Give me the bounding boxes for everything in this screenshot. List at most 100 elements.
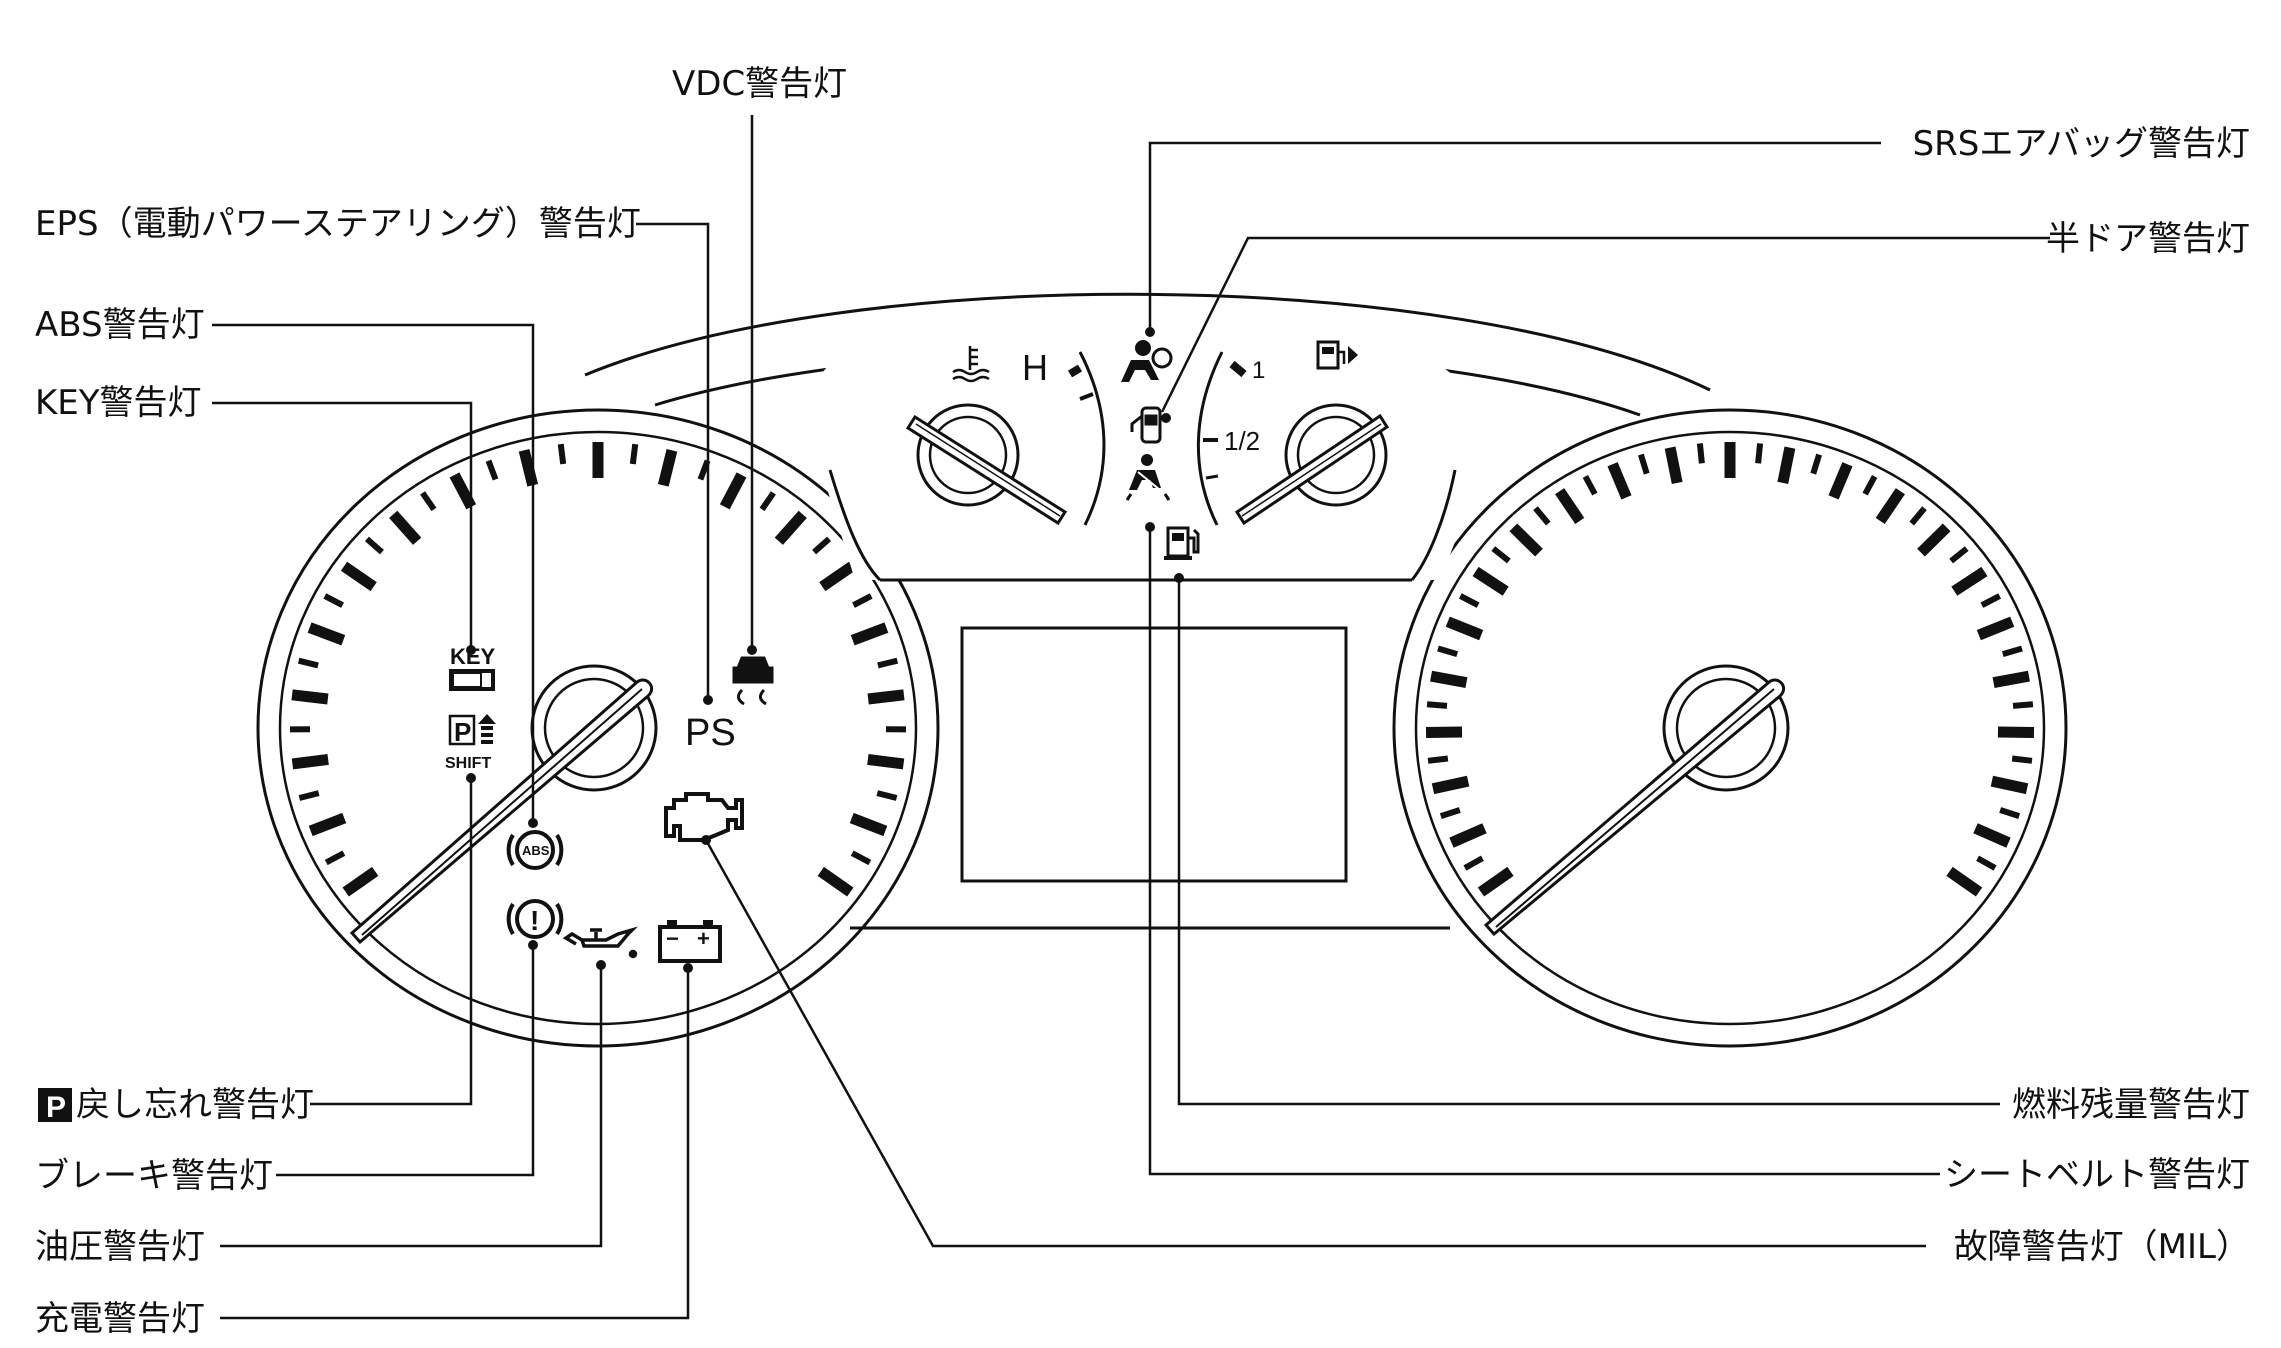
half-door-label: 半ドア警告灯	[2046, 219, 2250, 259]
tachometer-tick	[1458, 593, 1480, 608]
tachometer-tick	[1430, 670, 1468, 689]
speedometer-tick	[719, 472, 747, 510]
tachometer-tick	[1664, 446, 1683, 484]
temp-hot-label: H	[1022, 347, 1048, 388]
charge-label: 充電警告灯	[35, 1299, 205, 1339]
tachometer-tick	[1555, 488, 1585, 525]
tachometer-tick	[1472, 566, 1509, 596]
speedometer-tick	[876, 790, 898, 801]
speedometer-tick	[324, 850, 346, 866]
tachometer-tick	[2001, 645, 2023, 657]
p-return-label-group: P 戻し忘れ警告灯	[38, 1085, 314, 1125]
speedometer-tick	[340, 561, 377, 592]
p-badge	[38, 1088, 72, 1122]
speedometer-tick	[557, 443, 567, 465]
oil-pressure-icon	[562, 926, 639, 959]
speedometer-tick	[849, 812, 888, 837]
tachometer-tick	[1917, 523, 1951, 557]
p-shift-warning-icon: P SHIFT	[445, 714, 496, 772]
p-return-label: 戻し忘れ警告灯	[76, 1085, 314, 1125]
check-engine-icon	[664, 792, 744, 842]
speedometer-tick	[759, 491, 776, 512]
tachometer-tick	[1582, 475, 1598, 496]
tachometer-tick	[1755, 443, 1764, 464]
speedometer-tick	[308, 812, 347, 837]
srs-label: SRSエアバッグ警告灯	[1913, 124, 2250, 164]
svg-text:−: −	[666, 926, 679, 951]
speedometer	[256, 408, 940, 1048]
tachometer-tick	[1909, 506, 1927, 526]
brake-label: ブレーキ警告灯	[35, 1156, 273, 1196]
leader-dots	[466, 327, 1184, 973]
tachometer-tick	[1980, 593, 2002, 608]
speedometer-tick	[449, 472, 477, 510]
charge-warning-icon: − +	[658, 920, 722, 963]
mil-label: 故障警告灯（MIL）	[1954, 1227, 2250, 1267]
tachometer-tick	[1445, 616, 1484, 641]
speedometer-tick	[342, 866, 379, 897]
tachometer-tick	[1976, 855, 1997, 871]
speedometer-tick	[812, 536, 832, 555]
fuel-half-label: 1/2	[1224, 426, 1260, 456]
tachometer-tick	[1426, 701, 1448, 709]
speedometer-tick	[850, 850, 872, 866]
p-badge-letter: P	[46, 1091, 66, 1124]
tachometer-tick	[1973, 823, 2011, 848]
tachometer-tick	[1425, 726, 1463, 739]
tachometer-tick	[1997, 726, 2035, 739]
tachometer-tick	[1862, 475, 1878, 496]
tachometer-tick	[1439, 807, 1461, 820]
speedometer-tick	[518, 449, 539, 487]
tachometer-tick	[1777, 446, 1796, 484]
speedometer-tick	[291, 753, 329, 770]
tachometer-tick	[1696, 443, 1705, 464]
tachometer-tick	[1463, 855, 1484, 871]
fuel-pump-side-icon	[1316, 340, 1358, 370]
speedometer-tick	[323, 593, 344, 608]
leader-lines	[212, 95, 2050, 1320]
tachometer	[1392, 408, 2068, 1048]
seatbelt-warning-icon	[1125, 454, 1171, 501]
fuel-full-label: 1	[1252, 357, 1265, 384]
svg-text:ABS: ABS	[522, 843, 550, 858]
temperature-gauge: H	[905, 346, 1106, 526]
tachometer-tick	[2012, 701, 2034, 709]
tachometer-tick	[1509, 523, 1543, 557]
tachometer-ticks	[1425, 442, 2035, 897]
speedometer-ticks	[289, 442, 907, 897]
fuel-low-label: 燃料残量警告灯	[2012, 1085, 2250, 1125]
tachometer-tick	[1638, 453, 1650, 475]
speedometer-tick	[485, 459, 499, 481]
tachometer-tick	[1607, 462, 1632, 500]
speedometer-tick	[307, 622, 346, 646]
speedometer-tick	[867, 689, 905, 705]
lcd-display	[960, 626, 1348, 883]
abs-warning-icon: ABS	[506, 830, 564, 870]
speedometer-tick	[420, 491, 437, 512]
speedometer-tick	[364, 536, 384, 555]
airbag-warning-icon	[1121, 340, 1173, 382]
tachometer-tick	[1946, 866, 1983, 897]
speedometer-tick	[657, 449, 678, 487]
door-ajar-icon	[1130, 406, 1162, 444]
key-warning-icon: KEY	[449, 644, 496, 691]
brake-warning-icon: !	[506, 899, 564, 939]
tachometer-tick	[1437, 645, 1459, 657]
oil-label: 油圧警告灯	[35, 1227, 205, 1267]
tachometer-tick	[1427, 755, 1449, 764]
tachometer-tick	[1477, 866, 1514, 897]
speedometer-tick	[291, 689, 329, 705]
speedometer-tick	[817, 866, 854, 897]
abs-label: ABS警告灯	[35, 305, 205, 345]
speedometer-tick	[389, 510, 422, 545]
speedometer-tick	[877, 657, 899, 669]
eps-label: EPS（電動パワーステアリング）警告灯	[35, 204, 641, 244]
tachometer-tick	[2011, 755, 2033, 764]
speedometer-tick	[298, 790, 320, 801]
vdc-warning-icon	[732, 656, 774, 706]
speedometer-tick	[774, 510, 807, 545]
tachometer-tick	[1449, 823, 1487, 848]
tachometer-tick	[1951, 566, 1988, 596]
seatbelt-label: シートベルト警告灯	[1944, 1155, 2250, 1195]
